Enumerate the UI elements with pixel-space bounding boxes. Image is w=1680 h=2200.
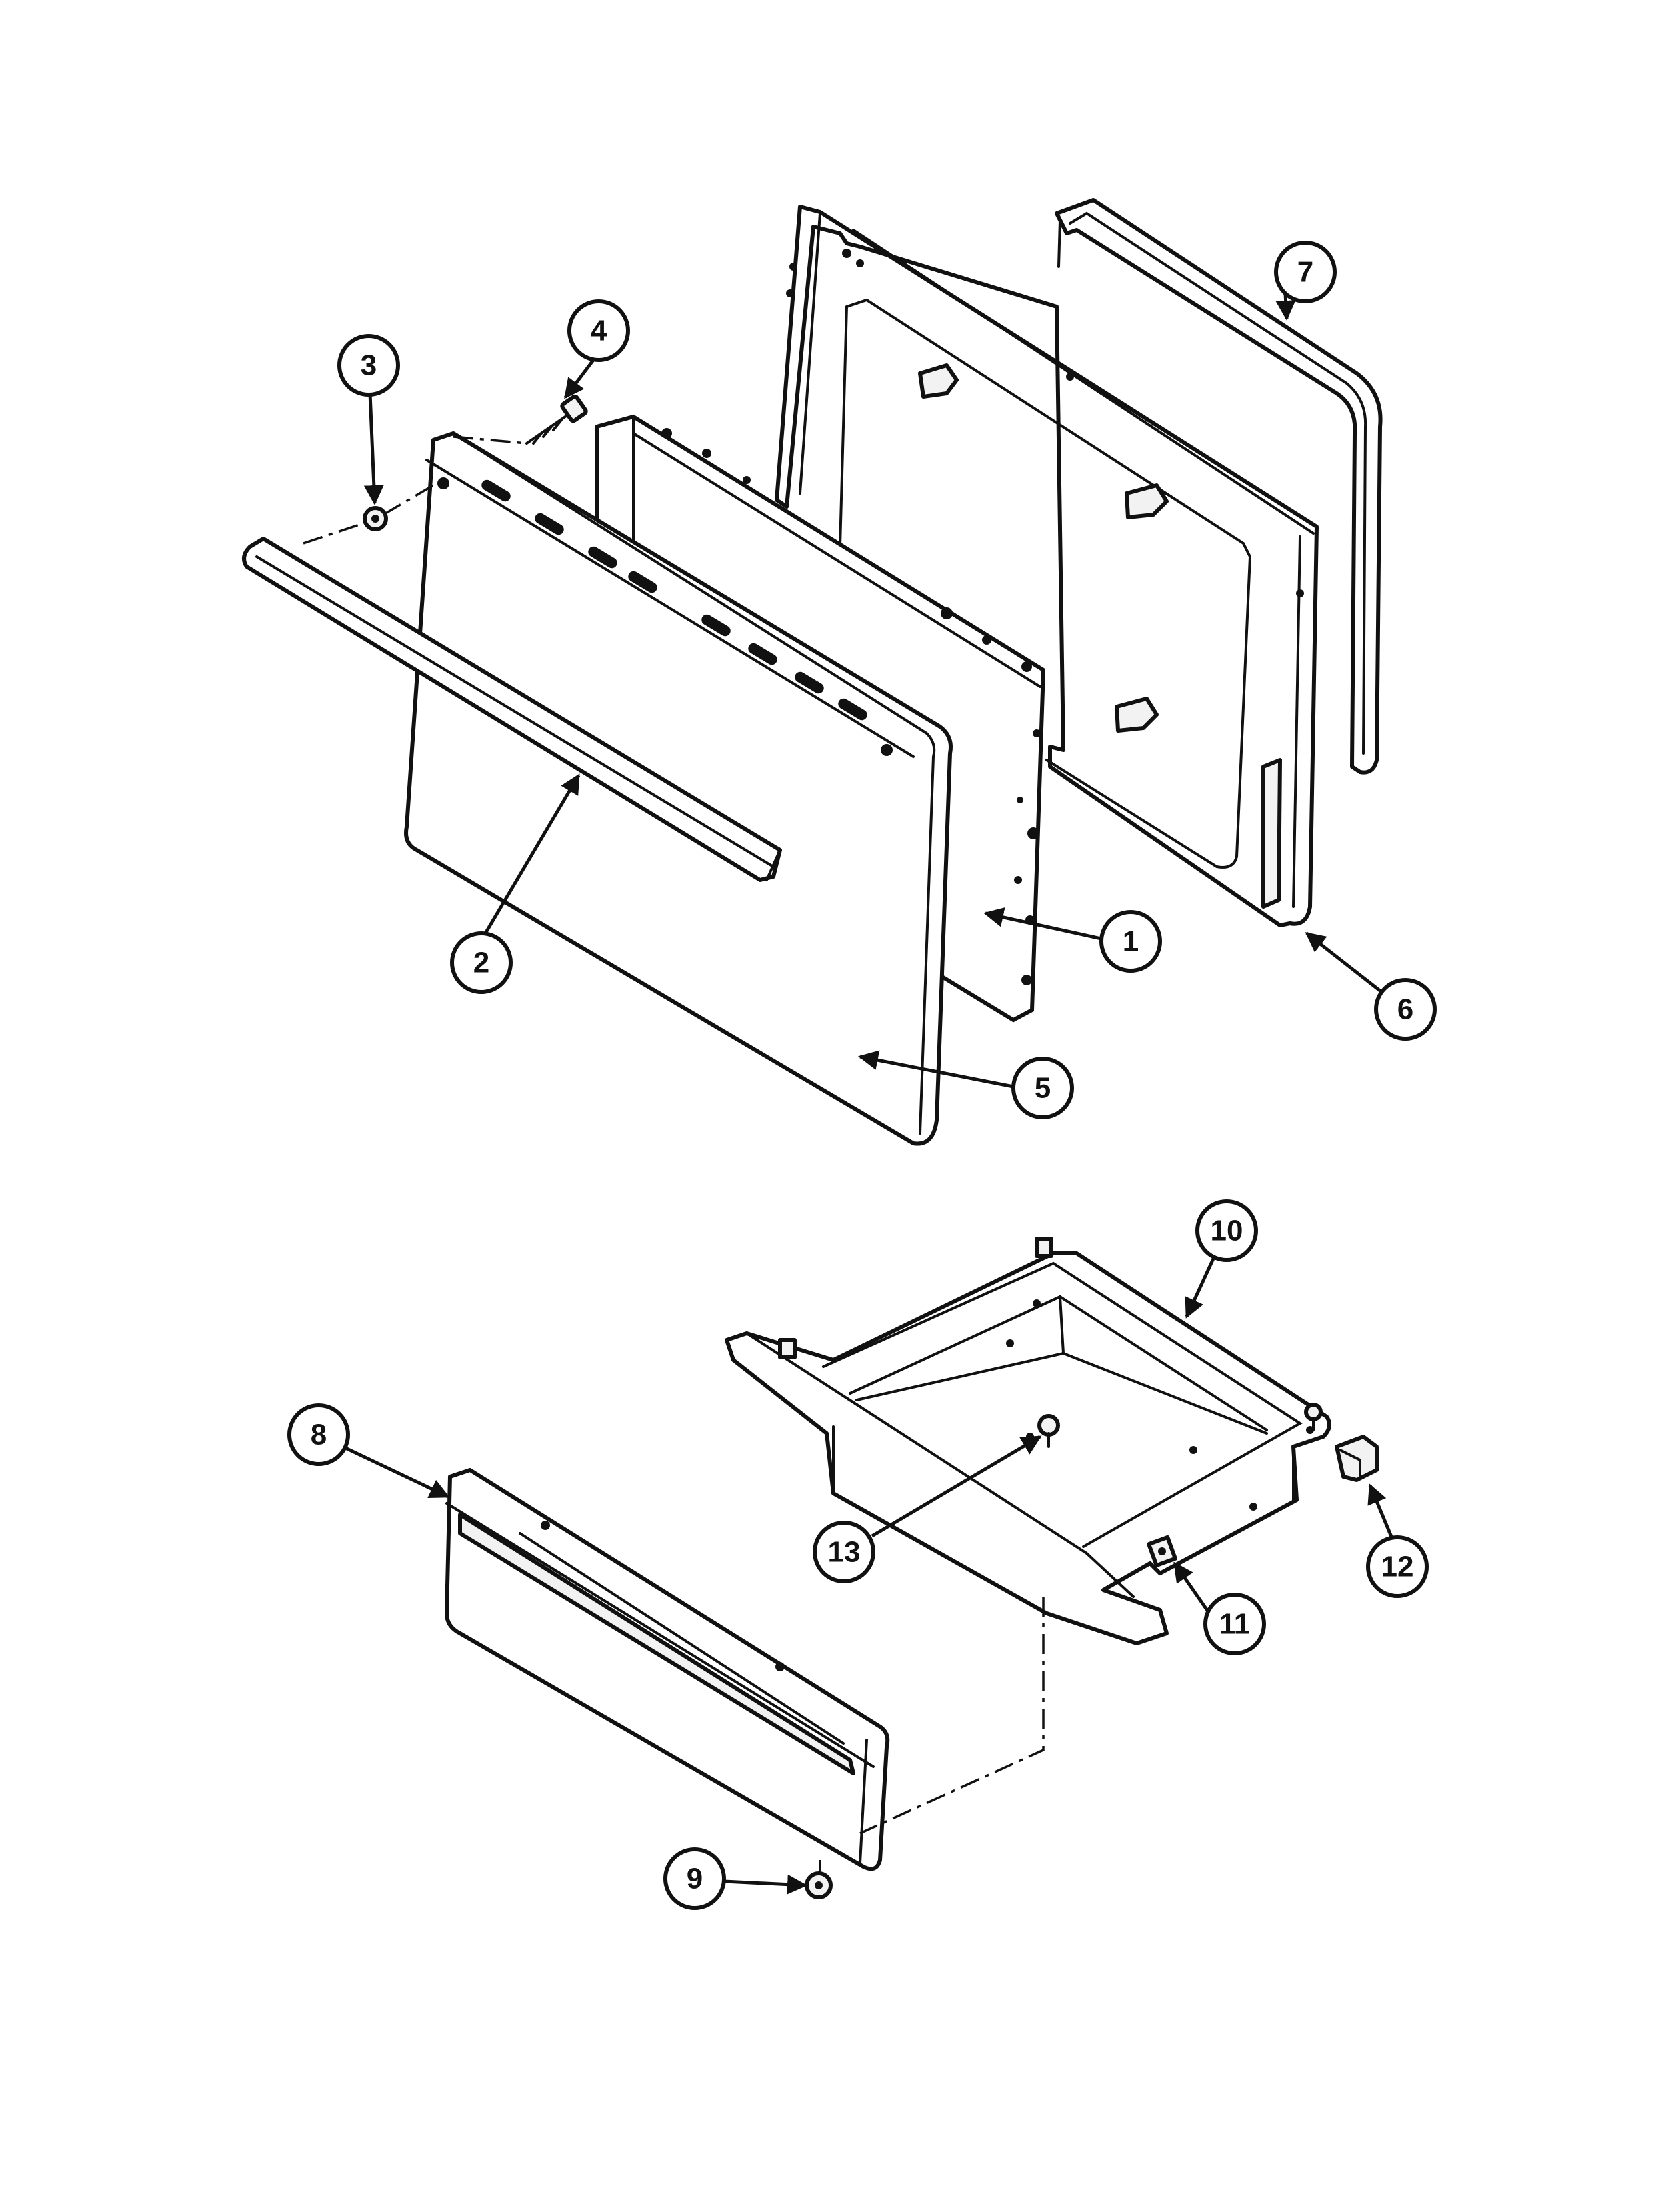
svg-text:6: 6 (1397, 993, 1413, 1026)
svg-text:9: 9 (687, 1863, 703, 1895)
callout-7: 7 (1274, 241, 1337, 303)
drawer-glide-part (1335, 1435, 1379, 1482)
svg-text:10: 10 (1211, 1215, 1243, 1247)
screw-part (525, 394, 588, 445)
svg-text:3: 3 (361, 349, 377, 382)
callout-3: 3 (337, 334, 400, 397)
callout-5: 5 (1011, 1057, 1074, 1119)
callout-10: 10 (1195, 1199, 1258, 1262)
callout-12: 12 (1366, 1535, 1429, 1598)
drawer-corner-screw-part (1304, 1403, 1323, 1431)
drawer-nut-part (805, 1871, 833, 1899)
door-gasket-part (1055, 198, 1383, 775)
drawer-clip-part (1147, 1535, 1177, 1568)
nut-part (363, 506, 388, 531)
callout-9: 9 (663, 1847, 726, 1910)
svg-text:8: 8 (311, 1419, 327, 1451)
callout-4: 4 (567, 299, 630, 362)
inner-door-frame-part (775, 205, 1319, 927)
callout-1: 1 (1099, 910, 1162, 973)
callout-8: 8 (287, 1403, 350, 1466)
svg-text:2: 2 (473, 947, 489, 979)
svg-text:5: 5 (1035, 1072, 1051, 1105)
drawer-screw-part (1037, 1414, 1060, 1448)
callout-2: 2 (450, 931, 513, 994)
svg-text:4: 4 (591, 315, 607, 347)
callout-11: 11 (1203, 1593, 1266, 1655)
svg-text:7: 7 (1297, 256, 1313, 289)
door-handle-part (242, 537, 782, 882)
svg-text:12: 12 (1381, 1551, 1414, 1583)
callout-6: 6 (1374, 978, 1437, 1041)
drawer-front-panel-part (445, 1468, 890, 1871)
drawer-body-part (725, 1237, 1331, 1645)
svg-text:11: 11 (1219, 1608, 1251, 1641)
leader-lines (341, 293, 1393, 1895)
svg-text:13: 13 (828, 1536, 861, 1569)
svg-text:1: 1 (1123, 925, 1139, 958)
callout-13: 13 (813, 1521, 875, 1583)
